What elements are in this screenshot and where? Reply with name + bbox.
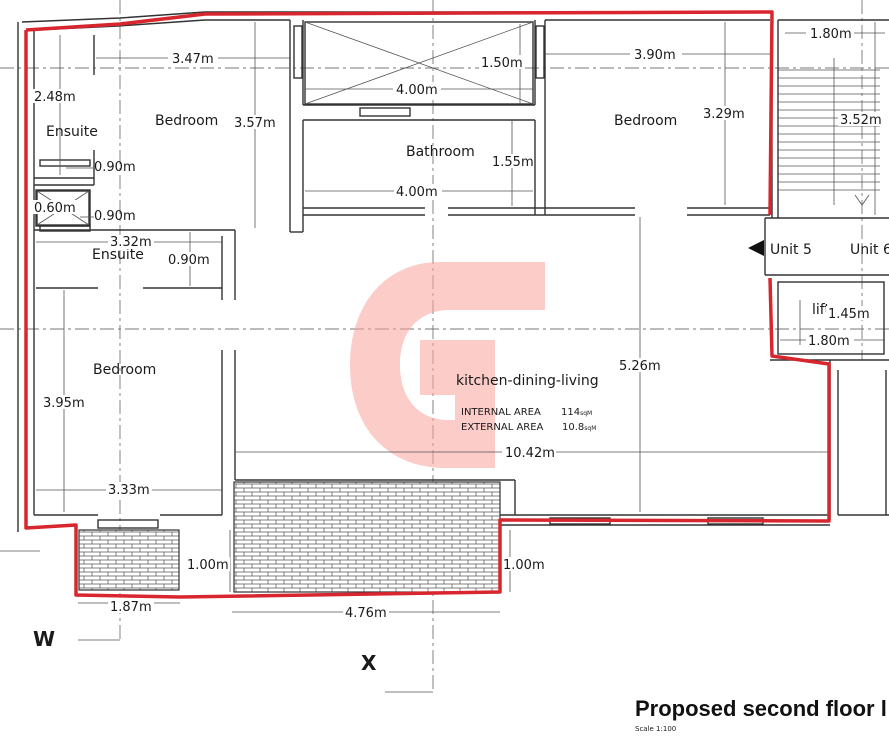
external-area-value: 10.8sqM	[562, 422, 596, 433]
dim-label: 4.00m	[396, 83, 438, 98]
dim-label: 3.52m	[840, 113, 882, 128]
dim-label: 1.80m	[810, 27, 852, 42]
dim-label: 1.50m	[481, 56, 523, 71]
stair-treads	[778, 58, 880, 206]
internal-area-value: 114sqM	[561, 407, 592, 418]
section-marker-w: W	[33, 627, 55, 651]
dim-label: 1.00m	[503, 558, 545, 573]
room-label-ensuite-2: Ensuite	[92, 247, 144, 263]
room-label-kitchen: kitchen-dining-living	[456, 373, 599, 389]
room-label-bedroom-2: Bedroom	[614, 113, 677, 129]
dim-label: 0.60m	[34, 201, 76, 216]
dim-label: 0.90m	[94, 160, 136, 175]
dim-label: 3.90m	[634, 48, 676, 63]
unit-label-5: Unit 5	[770, 242, 812, 258]
dim-label: 3.29m	[703, 107, 745, 122]
dim-label: 1.87m	[110, 600, 152, 615]
dim-label: 3.33m	[108, 483, 150, 498]
room-label-bedroom-1: Bedroom	[155, 113, 218, 129]
dim-label: 2.48m	[34, 90, 76, 105]
dim-label: 3.32m	[110, 235, 152, 250]
unit-label-6: Unit 6	[850, 242, 889, 258]
site-boundary	[25, 10, 774, 216]
dim-label: 3.57m	[234, 116, 276, 131]
internal-area-label: INTERNAL AREA	[461, 407, 541, 418]
external-area-label: EXTERNAL AREA	[461, 422, 544, 433]
dim-label: 0.90m	[168, 253, 210, 268]
dimension-labels: 3.47m 1.50m 4.00m 3.90m 1.80m 2.48m 3.57…	[32, 26, 886, 621]
dim-label: 0.90m	[94, 209, 136, 224]
dim-label: 4.00m	[396, 185, 438, 200]
unit-arrow-icon	[748, 240, 764, 256]
dim-label: 3.47m	[172, 52, 214, 67]
dim-label: 10.42m	[505, 446, 555, 461]
section-marker-x: X	[361, 651, 377, 675]
dim-label: 1.55m	[492, 155, 534, 170]
room-label-bathroom: Bathroom	[406, 144, 475, 160]
dim-label: 1.45m	[828, 307, 870, 322]
room-label-lift: lift	[812, 302, 830, 318]
watermark-logo	[350, 262, 545, 468]
dim-label: 1.00m	[187, 558, 229, 573]
drawing-scale: Scale 1:100	[635, 725, 676, 733]
dim-label: 1.80m	[808, 334, 850, 349]
room-label-bedroom-3: Bedroom	[93, 362, 156, 378]
drawing-title: Proposed second floor l	[635, 696, 887, 721]
dim-label: 4.76m	[345, 606, 387, 621]
dim-label: 5.26m	[619, 359, 661, 374]
dim-label: 3.95m	[43, 396, 85, 411]
roof-light-void	[36, 21, 534, 226]
balconies	[78, 481, 501, 593]
room-label-ensuite-1: Ensuite	[46, 124, 98, 140]
site-boundary-main	[24, 30, 831, 599]
